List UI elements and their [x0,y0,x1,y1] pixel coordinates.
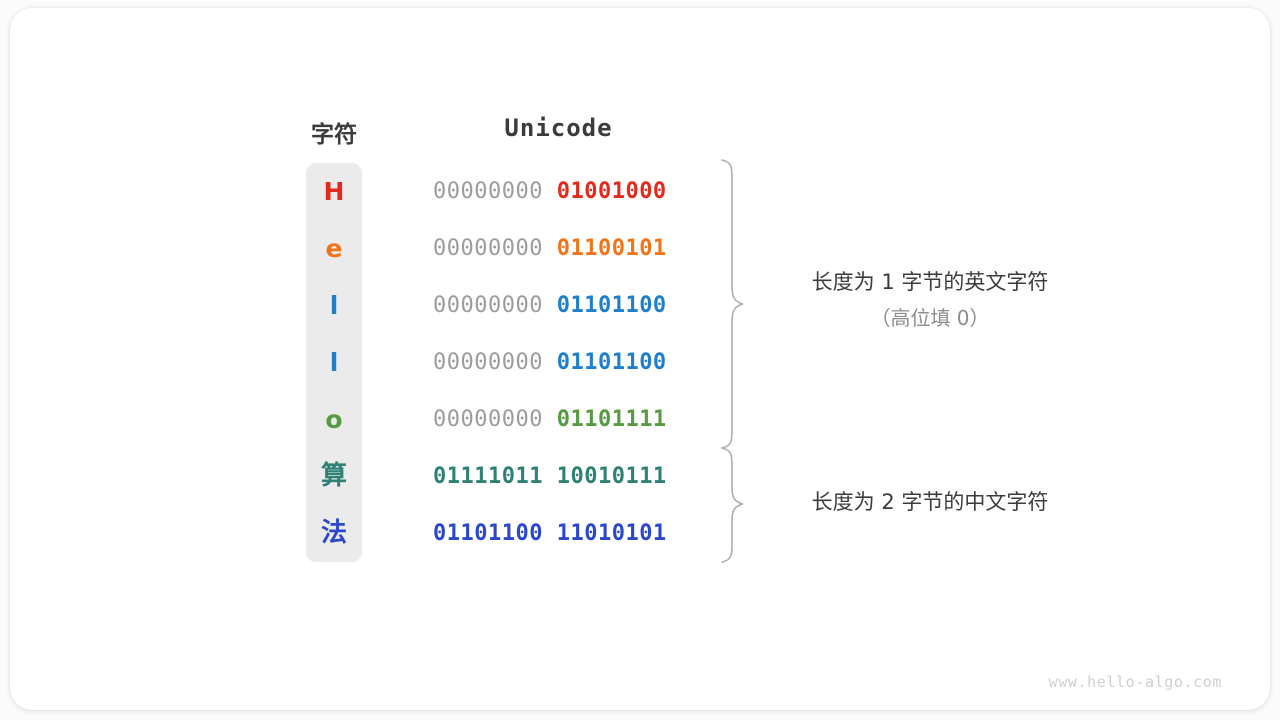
unicode-low-byte: 01101111 [556,407,667,432]
character-glyph: 算 [320,461,347,491]
unicode-bits: 00000000 01101111 [433,391,684,448]
encoding-row: l 00000000 01101100 [0,334,1280,391]
unicode-high-byte: 00000000 [433,350,543,375]
unicode-high-byte: 00000000 [433,293,543,318]
annotation-ascii-main: 长度为 1 字节的英文字符 [811,270,1049,294]
encoding-row: o 00000000 01101111 [0,391,1280,448]
unicode-high-byte: 00000000 [433,179,543,204]
character-glyph: e [325,234,343,263]
annotation-ascii-sub: （高位填 0） [870,306,990,330]
brace-ascii [721,159,744,449]
character-glyph: l [329,348,339,377]
character-glyph: 法 [320,518,347,548]
unicode-bits: 00000000 01001000 [433,163,684,220]
character-glyph: l [329,291,339,320]
encoding-row: e 00000000 01100101 [0,220,1280,277]
unicode-low-byte: 11010101 [556,521,667,546]
annotation-cjk-main: 长度为 2 字节的中文字符 [811,490,1049,514]
unicode-bits: 01101100 11010101 [433,505,684,562]
watermark-url: www.hello-algo.com [1048,673,1222,691]
unicode-low-byte: 01101100 [556,350,667,375]
encoding-row: H 00000000 01001000 [0,163,1280,220]
character-glyph: H [323,177,345,206]
encoding-row: l 00000000 01101100 [0,277,1280,334]
unicode-low-byte: 01101100 [556,293,667,318]
encoding-row: 算 01111011 10010111 [0,448,1280,505]
encoding-row: 法 01101100 11010101 [0,505,1280,562]
unicode-high-byte: 00000000 [433,407,543,432]
unicode-high-byte: 00000000 [433,236,543,261]
unicode-bits: 01111011 10010111 [433,448,684,505]
unicode-bits: 00000000 01100101 [433,220,684,277]
annotation-ascii: 长度为 1 字节的英文字符 （高位填 0） [760,264,1100,336]
column-header-unicode: Unicode [504,114,613,142]
unicode-low-byte: 01100101 [556,236,667,261]
character-column-background [306,163,362,562]
unicode-bits: 00000000 01101100 [433,334,684,391]
diagram-card [10,8,1270,710]
brace-cjk [721,447,744,563]
unicode-low-byte: 01001000 [556,179,667,204]
unicode-bits: 00000000 01101100 [433,277,684,334]
column-header-character: 字符 [311,122,357,148]
character-glyph: o [325,405,343,434]
annotation-cjk: 长度为 2 字节的中文字符 [760,484,1100,520]
unicode-low-byte: 10010111 [556,464,667,489]
unicode-high-byte: 01101100 [433,521,543,546]
unicode-high-byte: 01111011 [433,464,543,489]
